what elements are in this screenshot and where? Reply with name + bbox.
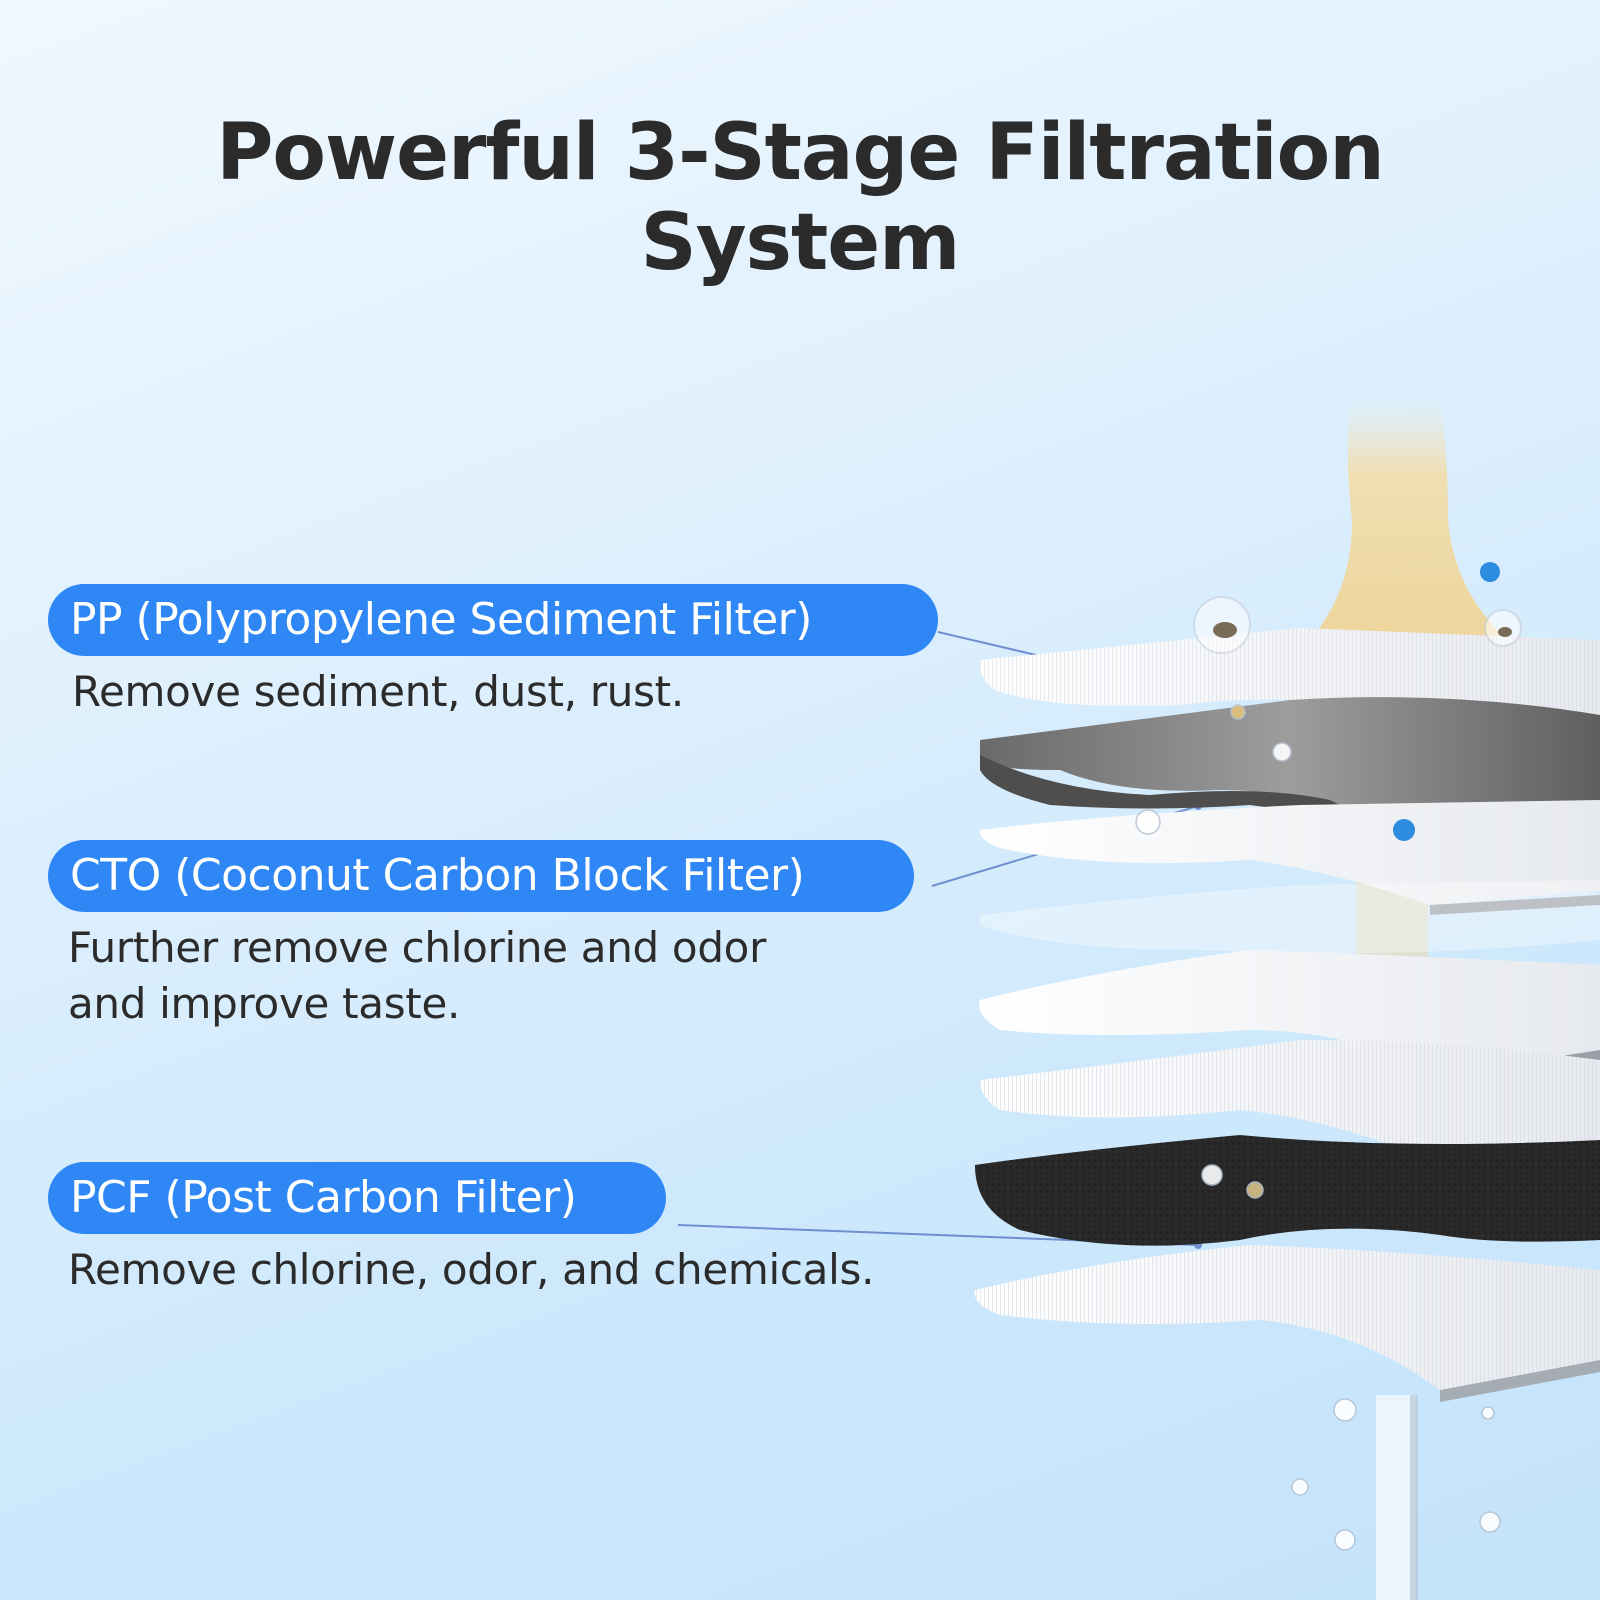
dirty-water-stream-icon (1300, 400, 1520, 650)
stage-label-cto: CTO (Coconut Carbon Block Filter) (48, 840, 914, 912)
bacteria-icon (1393, 562, 1500, 841)
title-line-1: Powerful 3-Stage Filtration (216, 108, 1384, 198)
stage-desc-cto-line-1: Further remove chlorine and odor (68, 923, 767, 972)
filter-layers-illustration (960, 380, 1600, 1600)
stage-desc-pp: Remove sediment, dust, rust. (72, 667, 684, 716)
stage-desc-cto: Further remove chlorine and odor and imp… (68, 920, 766, 1032)
stage-label-pp: PP (Polypropylene Sediment Filter) (48, 584, 938, 656)
stage-label-pcf: PCF (Post Carbon Filter) (48, 1162, 666, 1234)
stage-desc-cto-line-2: and improve taste. (68, 979, 461, 1028)
clean-water-drop-icon (1135, 704, 1501, 1551)
clean-water-stream-icon (1376, 1395, 1416, 1600)
stage-desc-pcf: Remove chlorine, odor, and chemicals. (68, 1245, 875, 1294)
title-line-2: System (640, 198, 961, 288)
page-title: Powerful 3-Stage Filtration System (0, 108, 1600, 288)
sediment-bubble-icon (1193, 596, 1522, 654)
